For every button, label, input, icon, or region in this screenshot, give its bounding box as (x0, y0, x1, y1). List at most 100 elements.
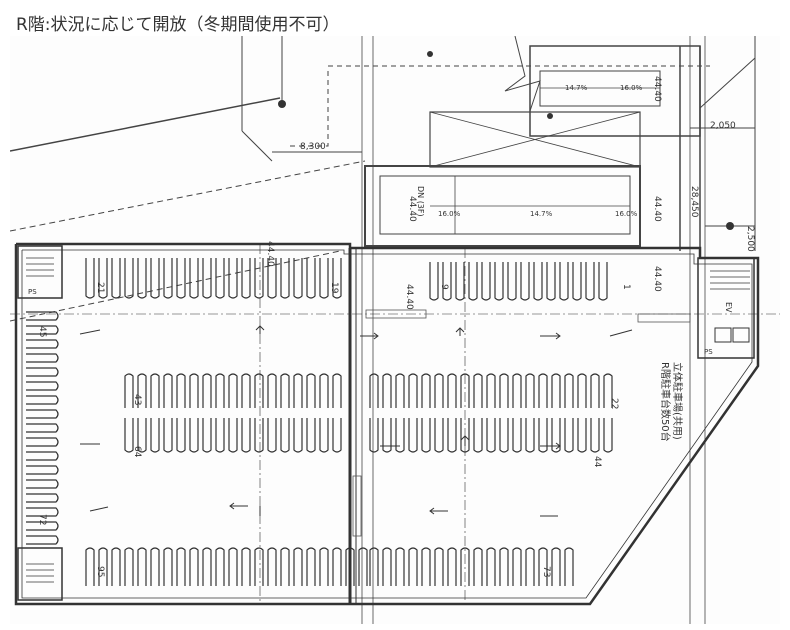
parking-stall (241, 373, 251, 408)
parking-stall (137, 418, 147, 453)
parking-stall (564, 373, 574, 408)
parking-stall (486, 418, 496, 453)
parking-stall (525, 373, 535, 408)
arrow (229, 502, 248, 510)
parking-stall (189, 258, 199, 299)
ps-label: PS (704, 348, 713, 356)
arrow (79, 329, 101, 335)
parking-stall (267, 547, 277, 586)
parking-stall (26, 507, 59, 517)
column-dots (278, 51, 734, 230)
stall-number: 9 (439, 284, 449, 290)
parking-stall (163, 258, 173, 299)
parking-stall (26, 311, 59, 321)
parking-stall (202, 418, 212, 453)
parking-stall (577, 373, 587, 408)
parking-stall (215, 547, 225, 586)
dimension-label: 2,050 (710, 121, 736, 131)
parking-stall (332, 418, 342, 453)
stall-number: 22 (609, 398, 619, 409)
parking-stall (280, 258, 290, 299)
parking-stall (434, 373, 444, 408)
stall-number: 95 (95, 566, 105, 577)
parking-stall (26, 367, 59, 377)
parking-stall (421, 373, 431, 408)
parking-stall (512, 547, 522, 586)
parking-stall (382, 373, 392, 408)
parking-stall (163, 547, 173, 586)
parking-stall (468, 262, 478, 301)
elevator-block (697, 257, 755, 359)
note-line: 立体駐車場(共用) (671, 362, 684, 440)
parking-stall (546, 262, 556, 301)
parking-stall (603, 418, 613, 453)
slope-label: 16.0% (620, 84, 643, 92)
parking-stall (267, 418, 277, 453)
parking-stall (473, 547, 483, 586)
diagonal-wall (599, 375, 751, 592)
stair-block-top-left (17, 245, 63, 299)
parking-stall (319, 547, 329, 586)
parking-stall (26, 437, 59, 447)
parking-stall (228, 547, 238, 586)
dimension-label: 8,300 (300, 142, 326, 152)
parking-stall (551, 547, 561, 586)
parking-stall (538, 373, 548, 408)
parking-stall (26, 409, 59, 419)
parking-stall (215, 373, 225, 408)
parking-stall (598, 262, 608, 301)
parking-stall (254, 418, 264, 453)
parking-stall (319, 418, 329, 453)
parking-stall (137, 258, 147, 299)
down-ramp-lane (379, 175, 631, 235)
parking-stall (189, 547, 199, 586)
dashed-boundary-line (10, 250, 341, 322)
parking-stall (447, 547, 457, 586)
parking-stall (590, 373, 600, 408)
parking-stall (137, 547, 147, 586)
stall-number: 45 (37, 326, 47, 337)
parking-stall (26, 395, 59, 405)
slope-label: 14.7% (565, 84, 588, 92)
parking-stall (306, 373, 316, 408)
parking-stall (98, 258, 108, 299)
parking-stall (26, 493, 59, 503)
parking-stall (241, 547, 251, 586)
dimension-label: 28,450 (689, 186, 699, 218)
parking-stall (590, 418, 600, 453)
parking-stall (215, 258, 225, 299)
arrow (540, 332, 561, 340)
parking-stall (176, 418, 186, 453)
parking-stall (163, 373, 173, 408)
parking-stall (499, 418, 509, 453)
stall-number: 64 (132, 446, 142, 458)
parking-stall (176, 258, 186, 299)
void-cross (429, 111, 641, 168)
stall-number: 72 (37, 514, 47, 525)
parking-stall (332, 373, 342, 408)
parking-stall (369, 373, 379, 408)
parking-stall (577, 418, 587, 453)
parking-stall (254, 547, 264, 586)
parking-stalls (26, 258, 613, 586)
parking-stall (241, 258, 251, 299)
parking-stall (603, 373, 613, 408)
parking-stall (202, 373, 212, 408)
upper-ramp-lane (539, 70, 661, 107)
elevator-label: EV (724, 302, 733, 313)
parking-stall (319, 258, 329, 299)
parking-stall (345, 547, 355, 586)
floor-plan: 8,300 2,050 28,450 2,500 44.40 44.40 44.… (10, 36, 780, 624)
upper-structure (10, 36, 756, 624)
parking-stall (111, 547, 121, 586)
parking-stall (306, 258, 316, 299)
parking-stall (434, 418, 444, 453)
elevator-car (714, 327, 732, 343)
parking-stall (564, 418, 574, 453)
upper-ramp (529, 45, 701, 137)
parking-stall (395, 547, 405, 586)
slope-label: 16.0% (438, 210, 461, 218)
parking-stall (293, 258, 303, 299)
slope-label: 16.0% (615, 210, 638, 218)
parking-stall (228, 258, 238, 299)
